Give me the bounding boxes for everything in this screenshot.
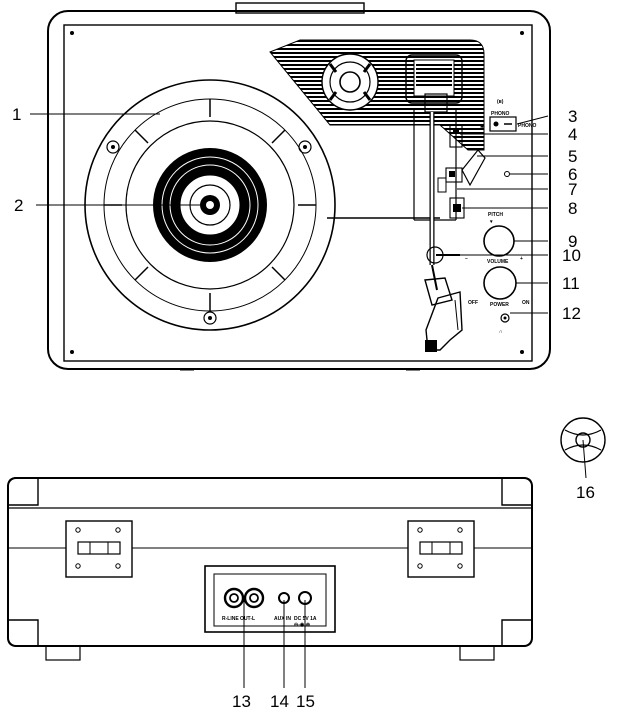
screw	[520, 31, 524, 35]
headphone-jack	[500, 313, 510, 323]
callout-10: 10	[562, 246, 581, 265]
off-label: OFF	[468, 300, 478, 306]
callout-15: 15	[296, 692, 315, 711]
screw	[70, 350, 74, 354]
foot	[45, 645, 81, 661]
headphone-icon: ∩	[499, 329, 503, 335]
leader-lines	[30, 113, 549, 314]
screw	[520, 350, 524, 354]
tonearm-base	[405, 54, 463, 104]
callout-1: 1	[12, 105, 21, 124]
callout-16: 16	[576, 483, 595, 502]
adapter-view	[560, 417, 606, 479]
rca-label: R-LINE OUT-L	[222, 616, 255, 622]
power-label: POWER	[490, 302, 509, 308]
platter-marks	[104, 99, 316, 311]
bt-symbol: (ʙ)	[497, 99, 504, 105]
pitch-plus: +	[520, 256, 523, 262]
callout-7: 7	[568, 180, 577, 199]
top-plate	[63, 24, 533, 362]
callout-12: 12	[562, 304, 581, 323]
aux-label: AUX IN	[274, 616, 291, 622]
pitch-knob	[483, 225, 515, 257]
45rpm-adapter	[560, 417, 606, 463]
callout-8: 8	[568, 199, 577, 218]
callout-9: 9	[568, 232, 577, 251]
pitch-arrow-icon: ▾	[489, 219, 493, 225]
phono-label: PHONO	[518, 123, 536, 129]
callout-3: 3	[568, 107, 577, 126]
callout-2: 2	[14, 196, 23, 215]
top-view: (ʙ) PHONO ✱ PHONO PITCH ▾ − + VOLUME OFF…	[47, 2, 551, 371]
indicator-led	[504, 171, 510, 177]
cartridge	[425, 291, 463, 351]
connector-panel	[204, 565, 336, 633]
callout-13: 13	[232, 692, 251, 711]
pitch-label: PITCH	[488, 212, 503, 218]
callout-14: 14	[270, 692, 289, 711]
headshell	[424, 277, 453, 306]
rear-view: R-LINE OUT-L AUX IN DC 5V 1A ⊖-◉-⊕	[7, 477, 533, 661]
callout-11: 11	[562, 274, 580, 293]
platter-screw	[106, 140, 120, 154]
left-hinge	[65, 520, 133, 578]
outer-case	[47, 10, 551, 370]
rear-case	[7, 477, 533, 647]
top-handle	[235, 2, 365, 14]
screw	[70, 31, 74, 35]
rear-leader-lines	[243, 600, 306, 688]
right-hinge	[407, 520, 475, 578]
foot	[459, 645, 495, 661]
arm-rest	[449, 124, 463, 148]
callout-5: 5	[568, 147, 577, 166]
dc-polarity-icon: ⊖-◉-⊕	[294, 622, 310, 628]
mode-switch	[489, 116, 517, 132]
cue-lever	[461, 149, 486, 187]
bluetooth-icon: ✱	[480, 124, 485, 130]
on-label: ON	[522, 300, 530, 306]
pitch-minus: −	[465, 256, 468, 262]
callout-6: 6	[568, 165, 577, 184]
bt-phono-label: PHONO	[491, 111, 509, 117]
callout-4: 4	[568, 125, 577, 144]
volume-knob	[483, 266, 517, 300]
volume-label: VOLUME	[487, 259, 509, 265]
